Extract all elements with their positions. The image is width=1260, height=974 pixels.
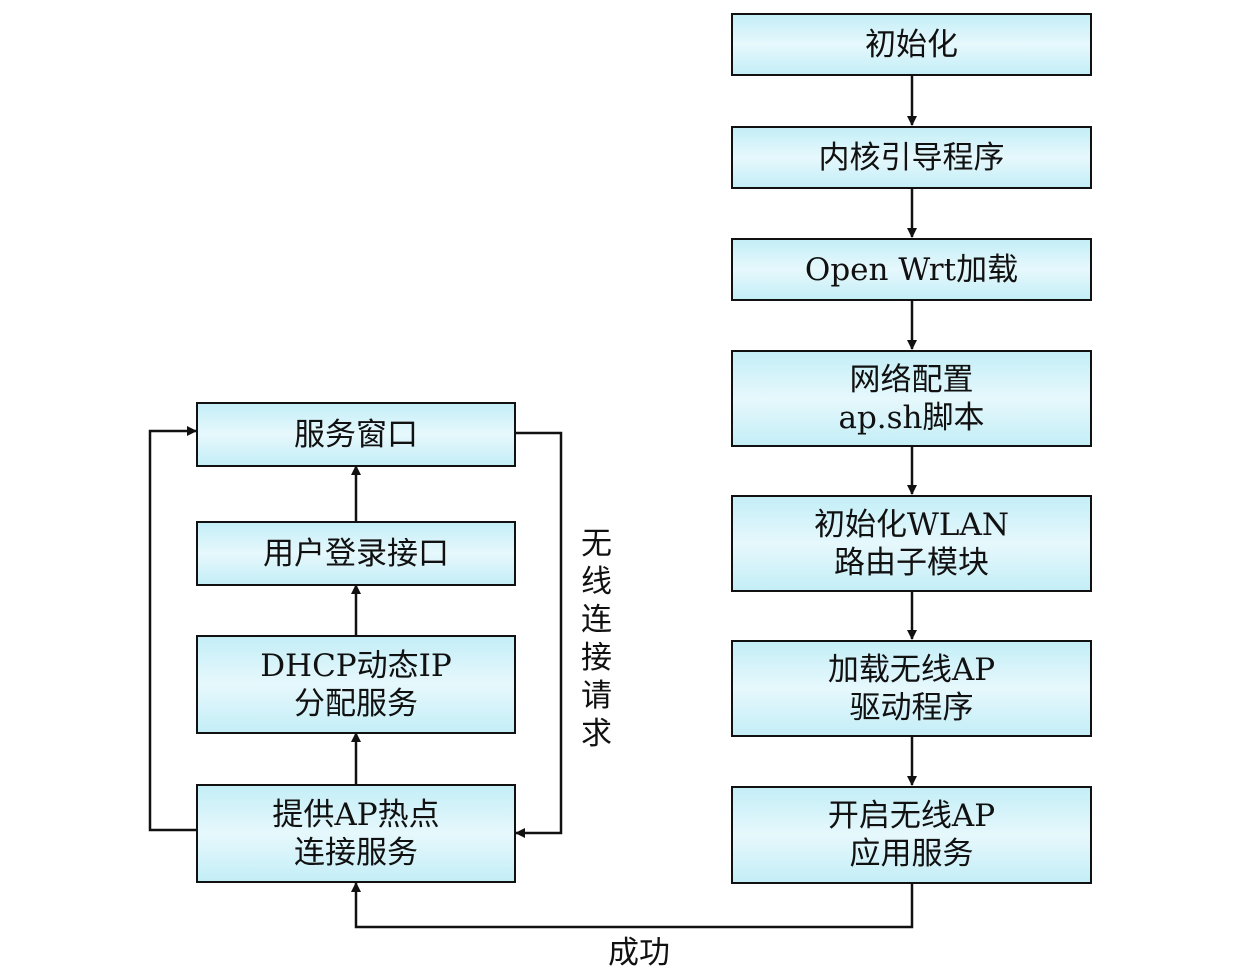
box-netcfg-line-2: ap.sh脚本 bbox=[838, 399, 985, 436]
label-wireless-request-char: 连 bbox=[581, 602, 612, 638]
box-netcfg: 网络配置 ap.sh脚本 bbox=[731, 350, 1092, 447]
box-apserv: 开启无线AP 应用服务 bbox=[731, 786, 1092, 884]
box-service-window-line-1: 服务窗口 bbox=[294, 416, 418, 453]
box-hotspot-line-2: 连接服务 bbox=[294, 834, 418, 871]
box-driver: 加载无线AP 驱动程序 bbox=[731, 640, 1092, 737]
box-service-window: 服务窗口 bbox=[196, 402, 516, 467]
arrow-wireless-request bbox=[515, 431, 563, 838]
label-wireless-request: 无 线 连 接 请 求 bbox=[581, 525, 612, 753]
box-driver-line-2: 驱动程序 bbox=[849, 689, 974, 726]
box-login-line-1: 用户登录接口 bbox=[263, 535, 449, 572]
box-hotspot: 提供AP热点 连接服务 bbox=[196, 784, 516, 883]
box-hotspot-line-1: 提供AP热点 bbox=[272, 796, 440, 833]
box-init-line-1: 初始化 bbox=[865, 26, 958, 63]
arrow-success bbox=[351, 882, 914, 929]
label-wireless-request-char: 求 bbox=[581, 716, 612, 752]
box-login: 用户登录接口 bbox=[196, 521, 516, 586]
label-wireless-request-char: 无 bbox=[581, 526, 612, 562]
label-success: 成功 bbox=[608, 935, 670, 971]
box-dhcp-line-2: 分配服务 bbox=[294, 685, 418, 722]
box-dhcp-line-1: DHCP动态IP bbox=[260, 647, 452, 684]
label-wireless-request-char: 线 bbox=[581, 564, 612, 600]
box-wlan-line-2: 路由子模块 bbox=[834, 544, 989, 581]
label-wireless-request-char: 请 bbox=[581, 678, 612, 714]
box-wlan-line-1: 初始化WLAN bbox=[814, 506, 1009, 543]
arrow-loop-left bbox=[148, 426, 197, 832]
box-kernel: 内核引导程序 bbox=[731, 126, 1092, 189]
box-wlan: 初始化WLAN 路由子模块 bbox=[731, 495, 1092, 592]
box-apserv-line-1: 开启无线AP bbox=[827, 798, 996, 834]
box-init: 初始化 bbox=[731, 13, 1092, 76]
box-apserv-line-2: 应用服务 bbox=[849, 836, 974, 872]
label-wireless-request-char: 接 bbox=[581, 640, 612, 676]
box-kernel-line-1: 内核引导程序 bbox=[818, 139, 1005, 176]
box-openwrt-line-1: Open Wrt加载 bbox=[804, 251, 1019, 288]
box-openwrt: Open Wrt加载 bbox=[731, 238, 1092, 301]
box-netcfg-line-1: 网络配置 bbox=[849, 361, 974, 398]
box-driver-line-1: 加载无线AP bbox=[827, 651, 996, 688]
box-dhcp: DHCP动态IP 分配服务 bbox=[196, 635, 516, 734]
